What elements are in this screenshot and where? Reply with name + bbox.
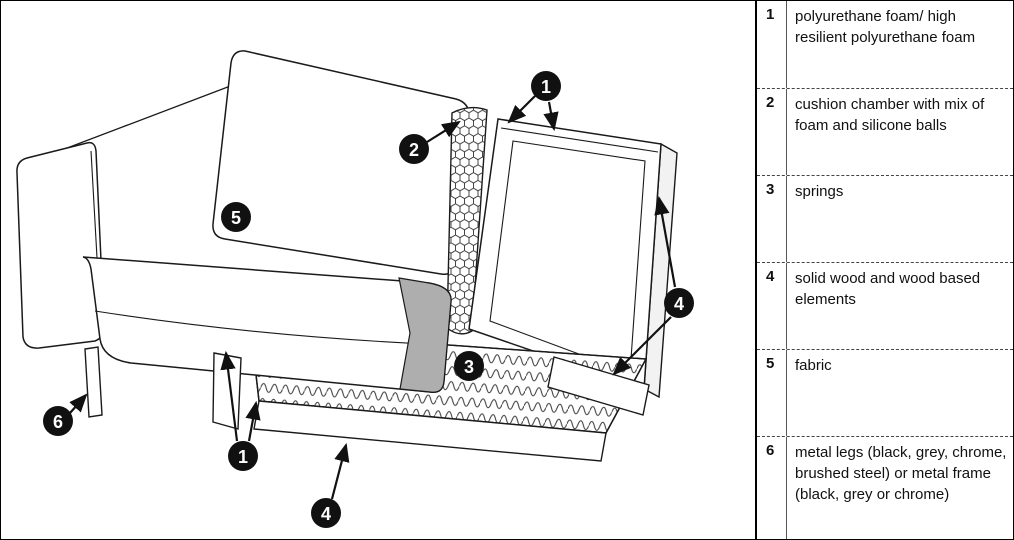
legend-row-1: 1 polyurethane foam/ high resilient poly… — [757, 1, 1013, 89]
legend-row-5: 5 fabric — [757, 350, 1013, 437]
sofa-diagram: 1 2 5 3 4 1 4 — [16, 50, 694, 528]
callout-1-top: 1 — [531, 71, 561, 101]
backrest-frame-top-layer — [500, 127, 659, 153]
arrow-1-top-a — [507, 95, 536, 124]
callout-1-top-label: 1 — [541, 77, 551, 97]
arrow-2 — [426, 120, 461, 143]
legend-row-4: 4 solid wood and wood based elements — [757, 263, 1013, 350]
callout-6: 6 — [43, 406, 73, 436]
arrow-1-bottom-b — [245, 400, 261, 442]
arrow-6 — [69, 393, 88, 414]
seat-cushion-end-shade — [398, 277, 452, 393]
metal-leg — [84, 346, 103, 418]
callout-1-bottom-label: 1 — [238, 447, 248, 467]
legend-row-number: 2 — [757, 89, 787, 175]
callout-5-label: 5 — [231, 208, 241, 228]
legend-row-number: 6 — [757, 437, 787, 539]
seat-cushion-crease — [94, 310, 448, 346]
callout-4-bottom: 4 — [311, 498, 341, 528]
callout-5: 5 — [221, 202, 251, 232]
honeycomb-foam-band — [447, 107, 487, 334]
legend-row-number: 1 — [757, 1, 787, 88]
legend-row-text: springs — [795, 183, 844, 200]
legend-row-number: 4 — [757, 263, 787, 349]
legend-row-number: 3 — [757, 176, 787, 262]
legend-row-text: metal legs (black, grey, chrome, brushed… — [795, 444, 1007, 503]
callout-2-label: 2 — [409, 140, 419, 160]
callout-4-right: 4 — [664, 288, 694, 318]
seat-cushion — [82, 256, 452, 394]
arrow-4-right-down — [612, 316, 672, 376]
callout-3-label: 3 — [464, 357, 474, 377]
callout-arrows — [69, 95, 677, 500]
legend-panel: 1 polyurethane foam/ high resilient poly… — [755, 1, 1013, 539]
armrest — [16, 141, 105, 349]
legend-row-2: 2 cushion chamber with mix of foam and s… — [757, 89, 1013, 176]
callout-4-bottom-label: 4 — [321, 504, 331, 524]
callout-1-bottom: 1 — [228, 441, 258, 471]
legend-row-number: 5 — [757, 350, 787, 436]
legend-row-3: 3 springs — [757, 176, 1013, 263]
callout-6-label: 6 — [53, 412, 63, 432]
arrow-1-top-b — [543, 101, 559, 132]
legend-row-text: fabric — [795, 357, 832, 374]
arrow-4-right-up — [654, 195, 677, 288]
legend-row-text: cushion chamber with mix of foam and sil… — [795, 96, 985, 134]
legend-row-6: 6 metal legs (black, grey, chrome, brush… — [757, 437, 1013, 539]
callout-4-right-label: 4 — [674, 294, 684, 314]
back-cushion — [212, 50, 470, 276]
legend-row-text: solid wood and wood based elements — [795, 270, 981, 308]
callout-2: 2 — [399, 134, 429, 164]
arrow-1-bottom-a — [220, 350, 239, 442]
callout-3: 3 — [454, 351, 484, 381]
frame-support-slab — [547, 356, 650, 416]
callout-badges: 1 2 5 3 4 1 4 — [43, 71, 694, 528]
arrow-4-bottom — [330, 442, 350, 500]
legend-row-text: polyurethane foam/ high resilient polyur… — [795, 8, 976, 46]
